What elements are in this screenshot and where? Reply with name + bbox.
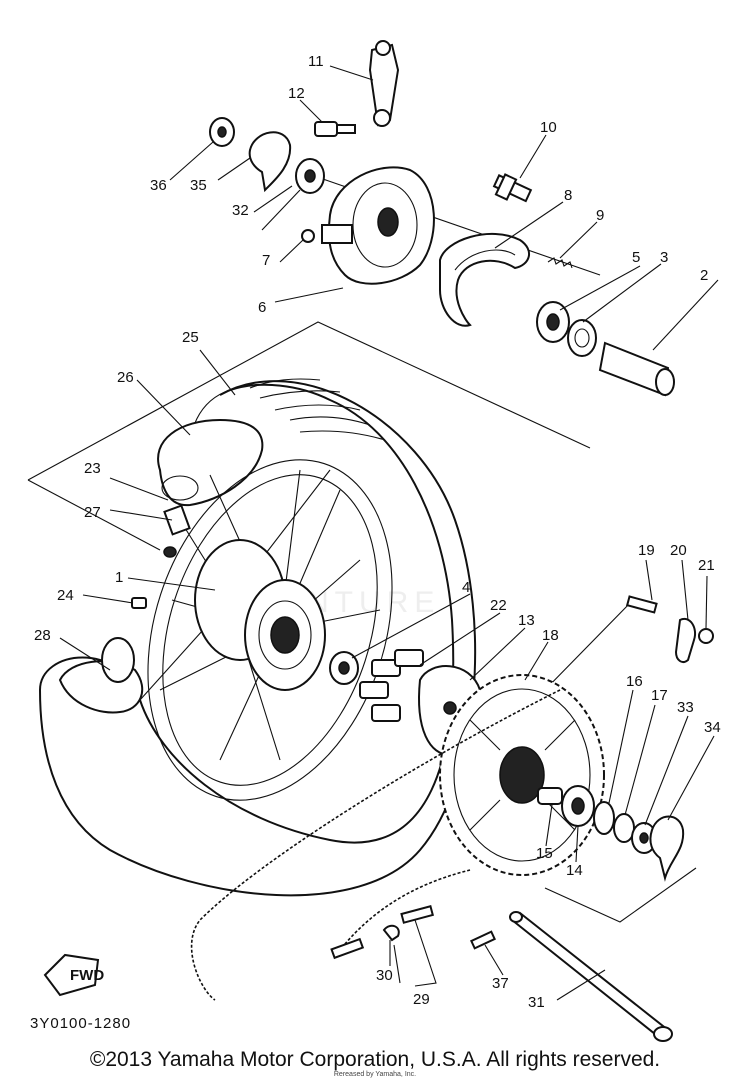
callout-19: 19 [638, 542, 655, 559]
rear-tire [38, 378, 477, 897]
callout-29: 29 [413, 991, 430, 1008]
callout-6: 6 [258, 299, 266, 316]
callout-5: 5 [632, 249, 640, 266]
svg-text:FWD: FWD [70, 967, 104, 984]
callout-15: 15 [536, 845, 553, 862]
callout-37: 37 [492, 975, 509, 992]
collar-32 [295, 158, 325, 194]
callout-23: 23 [84, 460, 101, 477]
callout-2: 2 [700, 267, 708, 284]
cam-lever [368, 40, 400, 127]
sprocket-18 [439, 674, 605, 876]
callout-12: 12 [288, 85, 305, 102]
leader-lines [59, 65, 719, 1001]
puller-20 [674, 617, 696, 663]
tire-group-bracket-lower [27, 479, 161, 551]
callout-22: 22 [490, 597, 507, 614]
callout-25: 25 [182, 329, 199, 346]
nut-7 [301, 229, 315, 243]
callout-34: 34 [704, 719, 721, 736]
callout-32: 32 [232, 202, 249, 219]
oil-seal-3 [567, 319, 597, 357]
nut-33 [631, 822, 657, 854]
callout-9: 9 [596, 207, 604, 224]
collar-17 [613, 813, 635, 843]
callout-14: 14 [566, 862, 583, 879]
brake-plate [321, 166, 435, 285]
small-print: Rereased by Yamaha, Inc. [333, 1071, 417, 1078]
callout-30: 30 [376, 967, 393, 984]
lock-washer-35 [248, 131, 292, 193]
callout-33: 33 [677, 699, 694, 716]
callout-10: 10 [540, 119, 557, 136]
callout-20: 20 [670, 542, 687, 559]
callout-8: 8 [564, 187, 572, 204]
callout-16: 16 [626, 673, 643, 690]
axle-31 [509, 911, 673, 1042]
callout-3: 3 [660, 249, 668, 266]
spring [547, 257, 573, 269]
adjust-bolt-19 [625, 595, 658, 614]
bearing-4 [329, 651, 359, 685]
copyright-notice: ©2013 Yamaha Motor Corporation, U.S.A. A… [89, 1048, 661, 1071]
callout-36: 36 [150, 177, 167, 194]
dampers-22 [359, 649, 424, 722]
callout-11: 11 [308, 53, 324, 70]
inner-tube [157, 418, 264, 507]
callout-1: 1 [115, 569, 123, 586]
rim-band [58, 637, 144, 714]
callout-labels: 11 12 10 8 9 5 3 2 7 6 32 35 36 25 26 23… [34, 53, 721, 1011]
valve-stem [131, 504, 191, 609]
nut-21 [698, 628, 714, 644]
bolt-12 [314, 121, 356, 137]
callout-27: 27 [84, 504, 101, 521]
callout-13: 13 [518, 612, 535, 629]
callout-21: 21 [698, 557, 715, 574]
callout-7: 7 [262, 252, 270, 269]
bearing-14 [561, 785, 595, 827]
drive-chain [190, 689, 561, 1001]
spacer-2 [598, 341, 675, 397]
oil-seal-16 [593, 801, 615, 835]
brake-shoes [439, 232, 530, 327]
bearing-5 [536, 301, 570, 343]
callout-35: 35 [190, 177, 207, 194]
callout-26: 26 [117, 369, 134, 386]
joint-37 [470, 930, 496, 950]
callout-17: 17 [651, 687, 668, 704]
nut-36 [209, 117, 235, 147]
fwd-arrow-icon: FWD [43, 953, 104, 997]
callout-4: 4 [462, 579, 470, 596]
camshaft [492, 173, 533, 203]
collar-15 [537, 787, 563, 805]
lock-washer-34 [649, 815, 685, 882]
callout-18: 18 [542, 627, 559, 644]
callout-28: 28 [34, 627, 51, 644]
callout-24: 24 [57, 587, 74, 604]
callout-31: 31 [528, 994, 545, 1011]
sprocket-group-bracket [544, 867, 697, 923]
chain-joint-29 [330, 905, 435, 960]
drawing-code: 3Y0100-1280 [30, 1015, 131, 1032]
tire-group-bracket [27, 321, 591, 481]
chain-clip-30 [382, 924, 400, 942]
wheel-hub [194, 539, 326, 691]
bolt-group-line [539, 599, 634, 696]
